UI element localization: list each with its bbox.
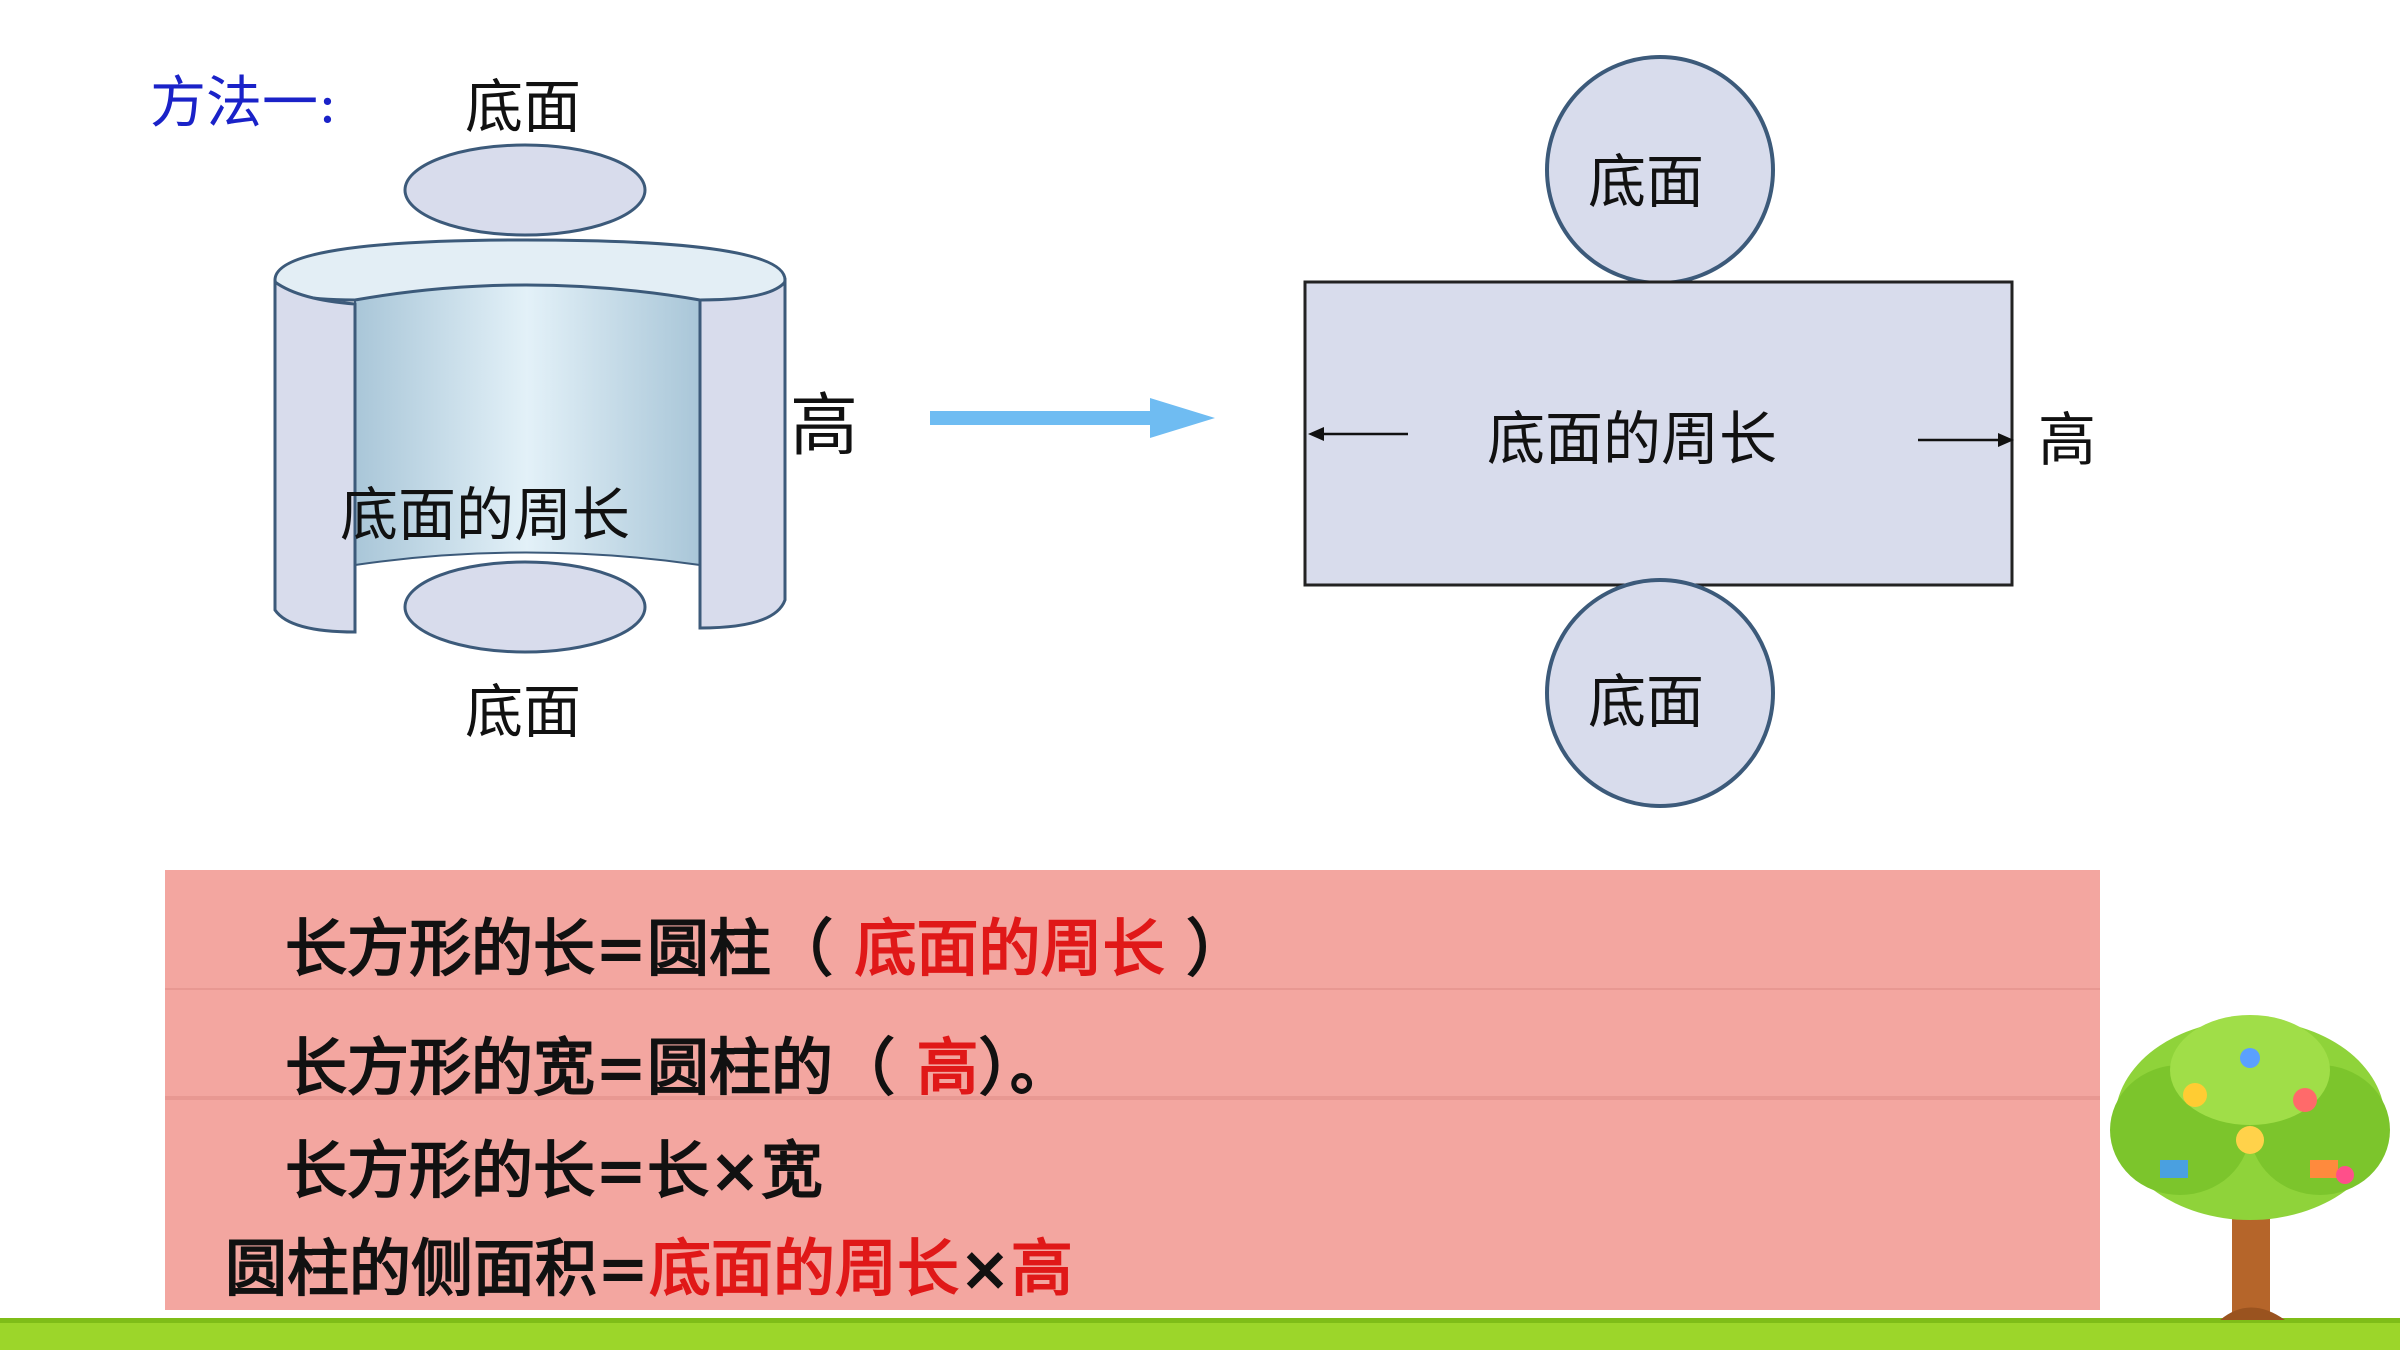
top-base-label: 底面: [465, 73, 582, 141]
right-flap: [698, 277, 787, 630]
formula-line-3: 长方形的长=长×宽: [285, 1134, 823, 1207]
answer-height: 高: [916, 1031, 979, 1104]
flat-net: [1303, 55, 2014, 808]
unrolled-cylinder: [273, 143, 787, 654]
curved-surface-label: 底面的周长: [340, 481, 631, 549]
top-base-ellipse: [403, 143, 647, 237]
answer-perimeter: 底面的周长: [854, 912, 1165, 985]
tree-icon: [2110, 1015, 2390, 1320]
rectangle-label: 底面的周长: [1487, 405, 1778, 473]
left-height-label: 高: [790, 387, 859, 466]
dimension-arrow-right: [1918, 433, 2014, 447]
left-flap: [273, 279, 357, 634]
dimension-arrow-left: [1308, 427, 1408, 441]
right-height-label: 高: [2038, 406, 2097, 474]
bottom-circle-label: 底面: [1588, 668, 1705, 736]
panel-divider: [165, 1096, 2100, 1100]
ground-strip: [0, 1318, 2400, 1350]
arrow-right-icon: [930, 398, 1215, 438]
formula-line-1: 长方形的长=圆柱（ 底面的周长 ）: [285, 912, 1249, 985]
method-title: 方法一:: [150, 71, 337, 136]
bottom-base-circle: [1545, 578, 1775, 808]
panel-divider: [165, 988, 2100, 990]
bottom-base-ellipse: [403, 560, 647, 654]
lateral-rectangle: [1303, 280, 2014, 587]
formula-panel: [165, 870, 2100, 1310]
ground-strip-edge: [0, 1318, 2400, 1323]
formula-line-4: 圆柱的侧面积=底面的周长×高: [225, 1232, 1073, 1305]
formula-line-2: 长方形的宽=圆柱的（ 高）。: [285, 1031, 1072, 1104]
top-circle-label: 底面: [1588, 148, 1705, 216]
bottom-base-label: 底面: [465, 678, 582, 746]
